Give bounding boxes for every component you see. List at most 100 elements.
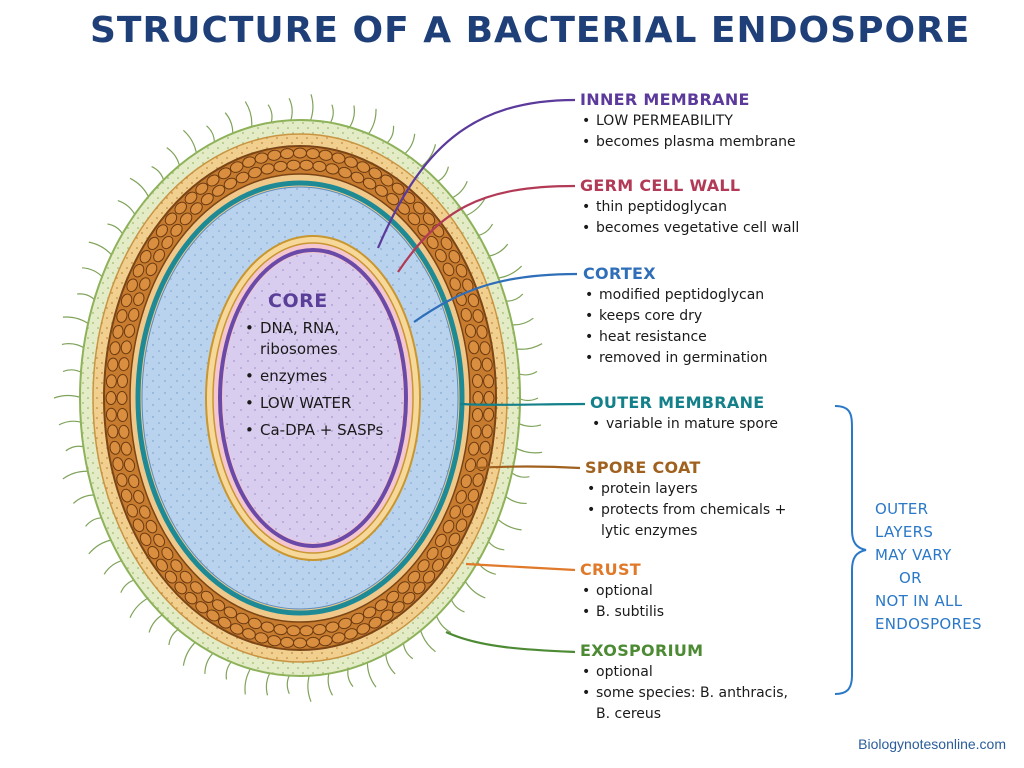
coat-protein-block: [442, 262, 455, 277]
coat-protein-block: [442, 519, 455, 534]
spore-coat-item: protein layers: [585, 479, 786, 500]
coat-protein-block: [374, 184, 388, 197]
core-items: DNA, RNA, ribosomes enzymes LOW WATER Ca…: [244, 318, 394, 441]
coat-protein-block: [116, 391, 128, 405]
spore-coat-item: lytic enzymes: [601, 523, 698, 539]
coat-protein-block: [120, 441, 132, 456]
coat-protein-block: [455, 490, 467, 504]
coat-protein-block: [170, 223, 183, 237]
exosporium-hair: [265, 671, 272, 696]
coat-protein-block: [161, 235, 174, 250]
coat-protein-block: [380, 174, 394, 187]
coat-protein-block: [174, 581, 187, 595]
coat-protein-block: [164, 570, 178, 584]
coat-protein-block: [155, 224, 168, 238]
coat-protein-block: [407, 212, 421, 226]
coat-protein-block: [112, 324, 124, 339]
coat-protein-block: [464, 323, 477, 338]
cortex-item: removed in germination: [583, 348, 768, 369]
coat-protein-block: [455, 518, 468, 533]
coat-protein-block: [195, 182, 209, 195]
coat-protein-block: [179, 212, 193, 226]
coat-protein-block: [164, 212, 178, 226]
coat-protein-block: [386, 590, 400, 604]
coat-protein-block: [362, 177, 377, 190]
coat-protein-block: [116, 374, 129, 388]
coat-protein-block: [483, 391, 495, 405]
exosporium-hair: [204, 651, 215, 674]
core-item: LOW WATER: [244, 393, 394, 414]
leader-exosporium: [445, 631, 576, 654]
exosporium-hair: [514, 343, 543, 350]
coat-protein-block: [293, 147, 307, 159]
exosporium-hair: [435, 613, 452, 634]
core-item: DNA, RNA, ribosomes: [244, 318, 394, 360]
exosporium-hair: [348, 105, 355, 130]
coat-protein-block: [123, 323, 136, 338]
coat-protein-block: [422, 570, 436, 584]
core-label-block: CORE DNA, RNA, ribosomes enzymes LOW WAT…: [244, 290, 394, 447]
coat-protein-block: [467, 488, 480, 503]
outer-membrane-layer: [135, 180, 465, 616]
coat-protein-block: [212, 184, 226, 197]
inner-membrane-layer: [218, 248, 408, 548]
coat-protein-block: [107, 357, 119, 372]
exosporium-hair: [53, 394, 83, 399]
exosporium-hair: [103, 559, 124, 575]
exosporium-hair: [419, 628, 436, 653]
exosporium-hair: [385, 125, 395, 145]
exosporium-hair: [450, 597, 465, 613]
coat-protein-block: [145, 519, 158, 534]
coat-protein-block: [286, 625, 301, 637]
coat-protein-block: [116, 473, 128, 487]
spore-coat-label: SPORE COAT protein layers protects from …: [585, 458, 786, 542]
site-watermark: Biologynotesonline.com: [858, 736, 1006, 752]
coat-protein-block: [407, 570, 421, 584]
coat-protein-block: [153, 533, 166, 548]
coat-protein-block: [440, 545, 453, 560]
cortex-item: modified peptidoglycan: [583, 285, 768, 306]
exosporium-hair: [77, 293, 97, 302]
coat-protein-block: [299, 159, 314, 171]
note-line: OR: [899, 569, 922, 587]
coat-protein-block: [206, 609, 220, 622]
crust-heading: CRUST: [580, 560, 641, 579]
exosporium-hair: [129, 596, 150, 618]
coat-protein-block: [120, 293, 133, 308]
coat-protein-block: [223, 177, 238, 190]
coat-protein-block: [105, 407, 117, 422]
coat-protein-block: [417, 559, 430, 573]
coat-protein-block: [468, 441, 480, 456]
coat-protein-block: [413, 201, 426, 215]
inner-membrane-item: becomes plasma membrane: [580, 132, 796, 153]
coat-protein-block: [145, 262, 158, 277]
exosporium-hair: [503, 494, 527, 505]
coat-protein-block: [481, 357, 493, 372]
exosporium-label: EXOSPORIUM optional some species: B. ant…: [580, 641, 788, 725]
exosporium-hair: [366, 660, 377, 688]
cortex-label: CORTEX modified peptidoglycan keeps core…: [583, 264, 768, 369]
exosporium-heading: EXOSPORIUM: [580, 641, 704, 660]
coat-protein-block: [155, 558, 168, 572]
coat-protein-block: [299, 625, 314, 637]
coat-protein-block: [170, 559, 183, 573]
germ-cell-wall-label: GERM CELL WALL thin peptidoglycan become…: [580, 176, 799, 239]
coat-protein-block: [460, 474, 472, 489]
exosporium-hair: [244, 666, 253, 695]
exosporium-hair: [463, 197, 486, 217]
exosporium-hair: [182, 129, 198, 156]
exosporium-hair: [62, 316, 91, 326]
exosporium-hair: [129, 177, 150, 199]
cortex-item: keeps core dry: [583, 306, 768, 327]
coat-protein-block: [128, 307, 140, 322]
exosporium-hair: [148, 613, 165, 633]
crust-item: B. subtilis: [580, 602, 664, 623]
coat-protein-block: [200, 590, 214, 604]
coat-protein-block: [139, 532, 152, 546]
exosporium-hair: [225, 660, 234, 680]
leader-outer-membrane: [459, 402, 586, 406]
coat-protein-block: [218, 167, 232, 180]
coat-protein-block: [368, 616, 382, 629]
coat-protein-block: [195, 601, 209, 614]
